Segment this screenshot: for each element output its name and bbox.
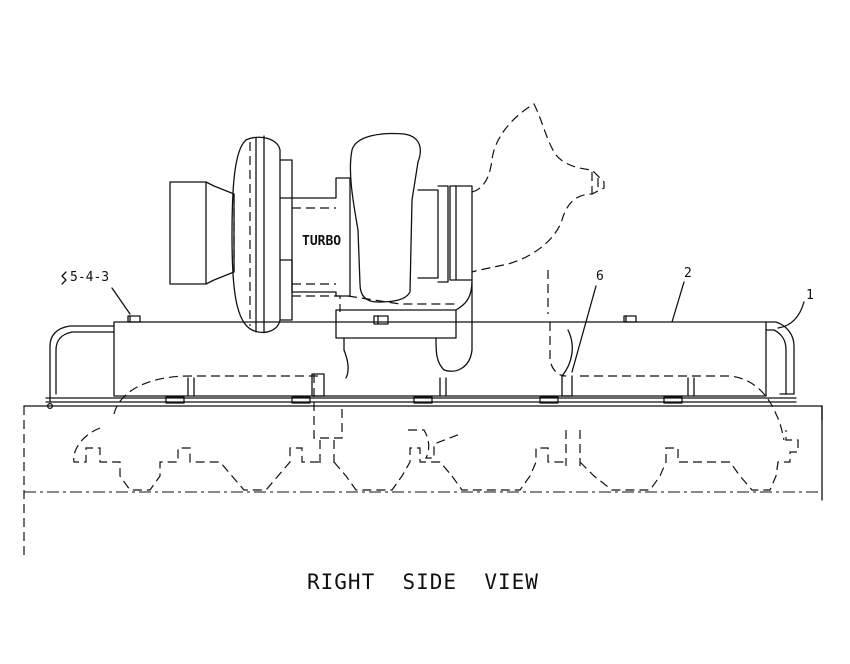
callout-ref-mark: [61, 271, 67, 285]
callout-2-label: 2: [684, 266, 692, 281]
callouts: 5-4-3 1 2 6: [61, 266, 814, 373]
exhaust-ports: [73, 427, 799, 491]
callout-ref-label: 5-4-3: [70, 270, 109, 285]
callout-1-label: 1: [806, 288, 814, 303]
callout-1-leader: [777, 301, 805, 329]
cylinder-head: [23, 405, 823, 556]
exhaust-manifold: [45, 315, 797, 441]
callout-6-leader: [571, 285, 597, 373]
callout-2-leader: [671, 281, 685, 323]
callout-6-label: 6: [596, 269, 604, 284]
turbocharger: [169, 103, 605, 439]
callout-ref-leader: [111, 287, 131, 315]
view-title: RIGHT SIDE VIEW: [307, 570, 539, 594]
turbo-label: TURBO: [302, 234, 341, 249]
